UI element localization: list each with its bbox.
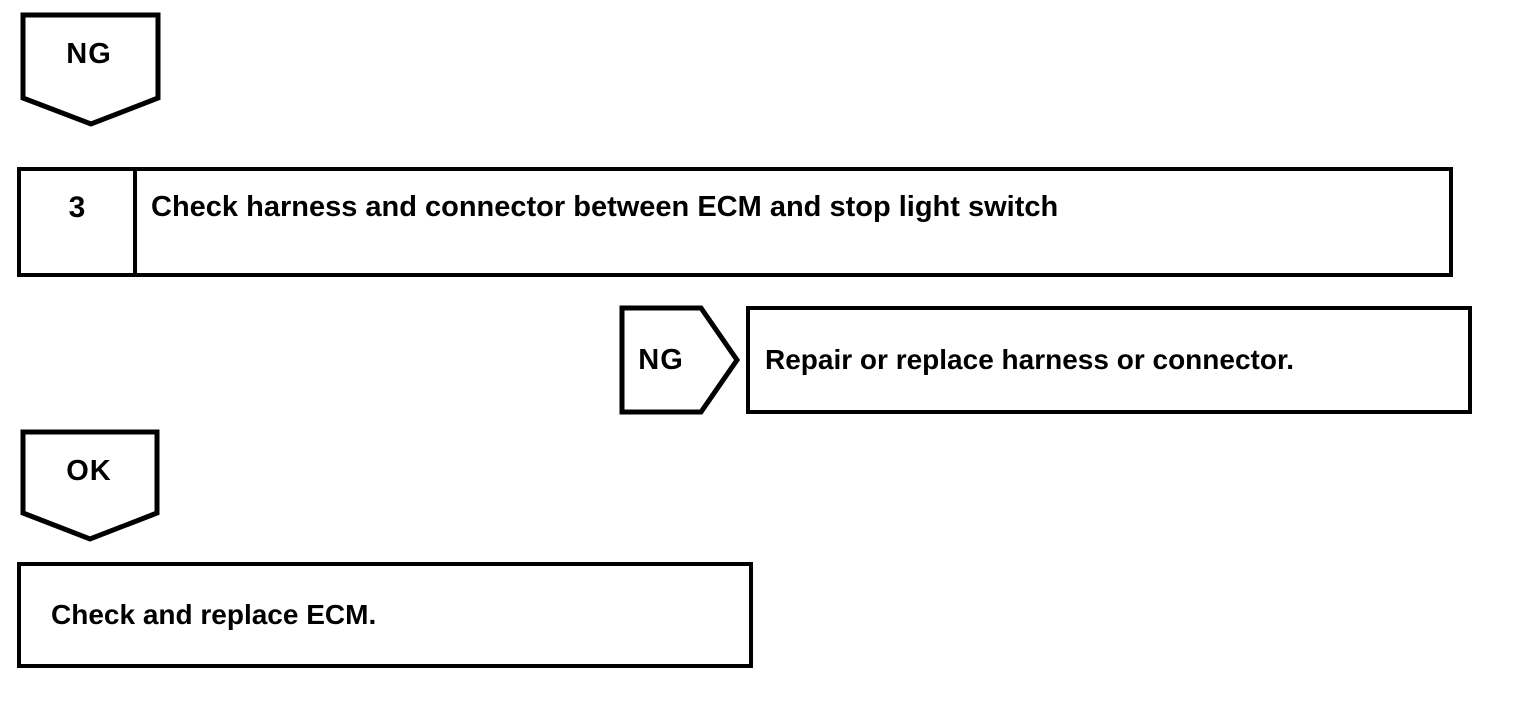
pentagon-right-icon bbox=[619, 305, 741, 415]
ok-connector-label: OK bbox=[66, 455, 112, 487]
pentagon-down-icon bbox=[20, 12, 161, 127]
step-title: Check harness and connector between ECM … bbox=[151, 191, 1059, 223]
step-number: 3 bbox=[21, 171, 137, 273]
ng-branch-label: NG bbox=[638, 344, 684, 376]
ok-connector: OK bbox=[20, 429, 162, 543]
ok-action-text: Check and replace ECM. bbox=[51, 599, 377, 630]
step-box: 3 Check harness and connector between EC… bbox=[17, 167, 1453, 277]
ng-branch-connector: NG bbox=[618, 304, 742, 416]
ng-entry-connector: NG bbox=[20, 12, 162, 128]
ng-entry-label: NG bbox=[66, 38, 112, 70]
ng-action-text: Repair or replace harness or connector. bbox=[765, 344, 1295, 375]
ng-action-box: Repair or replace harness or connector. bbox=[746, 306, 1472, 414]
ok-action-box: Check and replace ECM. bbox=[17, 562, 753, 668]
pentagon-down-icon bbox=[20, 429, 160, 542]
